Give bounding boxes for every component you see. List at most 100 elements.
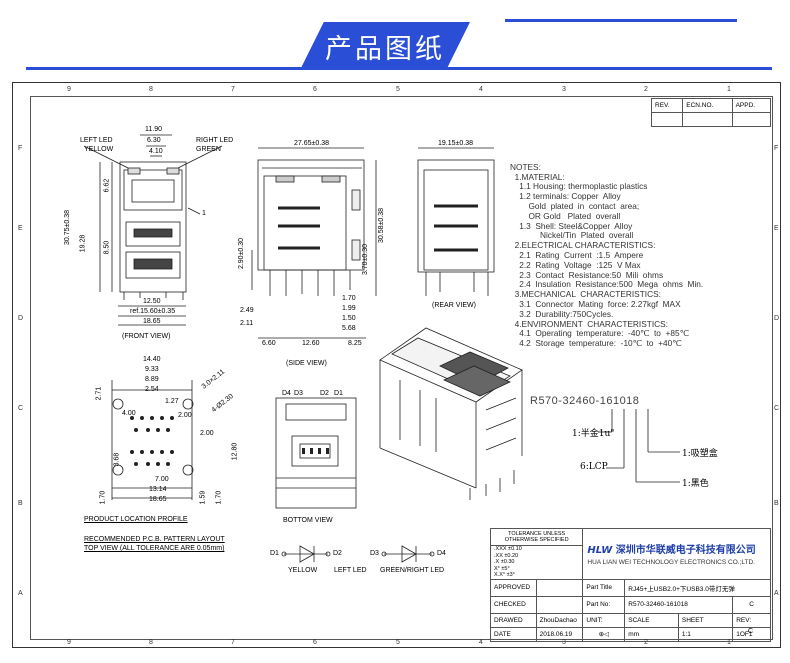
zone-bottom-8: 8 bbox=[149, 639, 153, 646]
date-value: 2018.06.19 bbox=[535, 626, 584, 642]
pcb-dim-8-89: 8.89 bbox=[145, 376, 159, 383]
part-code-packaging: 1:吸塑盒 bbox=[682, 449, 718, 459]
side-dim-8-25: 8.25 bbox=[348, 340, 362, 347]
pcb-holes bbox=[130, 416, 329, 466]
front-dim-width: 11.90 bbox=[145, 126, 162, 133]
front-dim-12-50: 12.50 bbox=[143, 298, 161, 305]
zone-left-E: E bbox=[18, 225, 23, 232]
notes-block: NOTES: 1.MATERIAL: 1.1 Housing: thermopl… bbox=[510, 153, 703, 359]
bottom-pin-d2: D2 bbox=[320, 390, 329, 397]
pcb-dim-2-71: 2.71 bbox=[95, 386, 103, 401]
front-right-led-color: GREEN bbox=[196, 146, 221, 153]
led-left-led: LEFT LED bbox=[334, 567, 367, 574]
revision-table: REV. ECN.NO. APPD. bbox=[650, 98, 772, 127]
zone-bottom-6: 6 bbox=[313, 639, 317, 646]
side-dim-length: 27.65±0.38 bbox=[294, 140, 329, 147]
front-view-label: (FRONT VIEW) bbox=[122, 333, 171, 340]
checked-label: CHECKED bbox=[490, 595, 537, 614]
zone-top-9: 9 bbox=[67, 86, 71, 93]
notes-line: 1.1 Housing: thermoplastic plastics bbox=[510, 181, 648, 192]
zone-top-6: 6 bbox=[313, 86, 317, 93]
tolerance-line: .XX ±0.20 bbox=[494, 552, 519, 559]
banner-accent-line bbox=[505, 19, 737, 22]
approved-label: APPROVED bbox=[490, 578, 537, 597]
part-title-value: RJ45+上USB2.0+下USB3.0带灯无弹 bbox=[624, 578, 771, 597]
part-code-leaders bbox=[598, 409, 680, 483]
side-view-label: (SIDE VIEW) bbox=[286, 360, 327, 367]
title-block: TOLERANCE UNLESS OTHERWISE SPECIFIED HLW… bbox=[489, 528, 771, 642]
notes-line: Nickel/Tin Plated overall bbox=[510, 230, 634, 241]
notes-line: 1.2 terminals: Copper Alloy bbox=[510, 191, 621, 202]
zone-bottom-3: 3 bbox=[562, 639, 566, 646]
tolerance-line: X° ±5° bbox=[494, 565, 510, 572]
zone-top-2: 2 bbox=[644, 86, 648, 93]
rear-view-drawing bbox=[417, 147, 495, 296]
notes-line: 3.2 Durability:750Cycles. bbox=[510, 308, 614, 319]
zone-right-B: B bbox=[774, 500, 779, 507]
zone-right-E: E bbox=[774, 225, 779, 232]
pcb-dim-9-33: 9.33 bbox=[145, 366, 159, 373]
drawing-border bbox=[30, 96, 773, 640]
notes-line: 2.ELECTRICAL CHARACTERISTICS: bbox=[510, 240, 656, 251]
tolerance-values: .XXX ±0.10 .XX ±0.20 .X ±0.30 X° ±5° X.X… bbox=[489, 545, 584, 580]
notes-line: OR Gold Plated overall bbox=[510, 210, 621, 221]
led-d2: D2 bbox=[333, 550, 342, 557]
zone-right-C: C bbox=[774, 405, 780, 412]
sheet-value: 1OF1 bbox=[732, 626, 771, 642]
zone-top-7: 7 bbox=[231, 86, 235, 93]
part-rev-value: C bbox=[732, 595, 771, 614]
front-dim-height: 30.75±0.38 bbox=[63, 210, 71, 245]
part-number-code: R570-32460-161018 bbox=[530, 395, 640, 407]
side-dim-5-68: 5.68 bbox=[342, 325, 356, 332]
drawed-label: DRAWED bbox=[490, 612, 537, 628]
pcb-recommended-label: RECOMMENDED P.C.B. PATTERN LAYOUT bbox=[84, 536, 225, 543]
notes-line: 1.3 Shell: Steel&Copper Alloy bbox=[510, 220, 633, 231]
front-view-drawing bbox=[83, 134, 223, 326]
company-name-cn: 深圳市华联威电子科技有限公司 bbox=[615, 545, 756, 557]
pcb-dim-14-40: 14.40 bbox=[143, 356, 161, 363]
pcb-dim-13-14: 13.14 bbox=[149, 486, 167, 493]
front-left-led-label: LEFT LED bbox=[80, 137, 113, 144]
page-title: 产品图纸 bbox=[325, 33, 445, 65]
front-left-led-color: YELLOW bbox=[84, 146, 114, 153]
front-dim-18-65: 18.65 bbox=[143, 318, 161, 325]
notes-line: 2.1 Rating Current :1.5 Ampere bbox=[510, 249, 644, 260]
zone-left-B: B bbox=[18, 500, 23, 507]
notes-line: 4.ENVIRONMENT CHARACTERISTICS: bbox=[510, 318, 668, 329]
sheet-header: SHEET bbox=[677, 612, 734, 628]
part-code-material: 6:LCP bbox=[580, 462, 608, 472]
zone-top-5: 5 bbox=[396, 86, 400, 93]
zone-top-8: 8 bbox=[149, 86, 153, 93]
front-callout-1: 1 bbox=[202, 210, 206, 217]
side-dim-2-49: 2.49 bbox=[240, 307, 254, 314]
pcb-dim-3-68: 3.68 bbox=[113, 452, 121, 467]
page-banner: 产品图纸 bbox=[300, 22, 470, 70]
pcb-dim-1-59: 1.59 bbox=[199, 490, 207, 505]
zone-left-C: C bbox=[18, 405, 24, 412]
notes-line: 3.1 Connector Mating force: 2.27kgf MAX bbox=[510, 298, 681, 309]
part-no-value: R570-32460-161018 bbox=[624, 595, 734, 614]
unit-value: mm bbox=[624, 626, 679, 642]
rev-header-cell: REV: bbox=[732, 612, 771, 628]
company-name-en: HUA LIAN WEI TECHNOLOGY ELECTRONICS CO.;… bbox=[587, 559, 755, 567]
company-logo: HLW bbox=[587, 545, 613, 557]
front-dim-6-62: 6.62 bbox=[103, 178, 111, 193]
pcb-dim-4-00: 4.00 bbox=[122, 410, 136, 417]
notes-line: Gold plated in contact area; bbox=[510, 200, 640, 211]
notes-line: 4.1 Operating temperature: -40℃ to +85℃ bbox=[510, 328, 689, 339]
zone-left-A: A bbox=[18, 590, 23, 597]
front-dim-8-50: 8.50 bbox=[103, 240, 111, 255]
zone-top-3: 3 bbox=[562, 86, 566, 93]
tolerance-title: TOLERANCE UNLESS OTHERWISE SPECIFIED bbox=[489, 528, 584, 546]
drawing-frame bbox=[12, 82, 781, 648]
pcb-profile-label: PRODUCT LOCATION PROFILE bbox=[84, 516, 188, 523]
projection-icon: ⊕◁ bbox=[598, 631, 610, 638]
part-code-color: 1:黑色 bbox=[682, 479, 709, 489]
tolerance-line: .XXX ±0.10 bbox=[494, 546, 522, 552]
part-code-plating: 1:半金1u" bbox=[572, 429, 615, 439]
tolerance-line: .X ±0.30 bbox=[494, 559, 515, 565]
zone-bottom-1: 1 bbox=[727, 639, 731, 646]
part-no-label: Part No: bbox=[582, 595, 626, 614]
zone-bottom-4: 4 bbox=[479, 639, 483, 646]
